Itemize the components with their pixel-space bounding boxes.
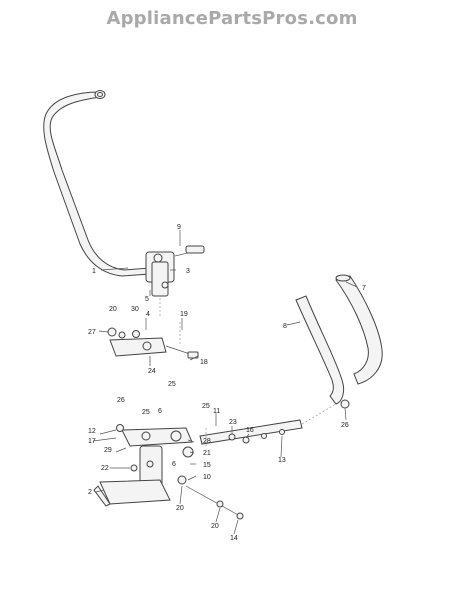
callout-25-upper: 25 <box>168 381 176 388</box>
callout-21: 21 <box>203 450 211 457</box>
callout-25-mid: 25 <box>142 409 150 416</box>
callout-11: 11 <box>213 408 220 415</box>
callout-9: 9 <box>177 224 181 231</box>
callout-2: 2 <box>88 489 92 496</box>
callout-22: 22 <box>101 465 109 472</box>
callout-25-right: 25 <box>202 403 210 410</box>
callout-10: 10 <box>203 474 211 481</box>
callout-14: 14 <box>230 535 238 542</box>
lower-bracket-frame <box>93 424 244 520</box>
callout-27: 27 <box>88 329 96 336</box>
callout-23: 23 <box>229 419 237 426</box>
middle-pivot-bracket <box>107 322 199 368</box>
callout-15: 15 <box>203 462 211 469</box>
callout-4: 4 <box>146 311 150 318</box>
handle-7 <box>335 274 383 385</box>
leader-lines <box>92 230 358 535</box>
callout-5: 5 <box>145 296 149 303</box>
callout-labels: 1 9 3 5 7 8 20 30 4 19 27 18 24 25 26 26… <box>88 224 366 542</box>
callout-24: 24 <box>148 368 156 375</box>
callout-8: 8 <box>283 323 287 330</box>
callout-16: 16 <box>246 427 254 434</box>
callout-12: 12 <box>88 428 96 435</box>
watermark: AppliancePartsPros.com <box>106 8 358 29</box>
callout-17: 17 <box>88 438 96 445</box>
callout-7: 7 <box>362 285 366 292</box>
callout-26-left: 26 <box>117 397 125 404</box>
callout-28: 28 <box>203 438 211 445</box>
callout-18: 18 <box>200 359 208 366</box>
callout-6-upper: 6 <box>158 408 162 415</box>
callout-29: 29 <box>104 447 112 454</box>
left-handle-bar <box>43 90 151 277</box>
callout-1: 1 <box>92 268 96 275</box>
callout-3: 3 <box>186 268 190 275</box>
callout-19: 19 <box>180 311 188 318</box>
callout-13: 13 <box>278 457 286 464</box>
callout-6-lower: 6 <box>172 461 176 468</box>
callout-20-top: 20 <box>109 306 117 313</box>
bolt-26-right <box>340 399 350 409</box>
callout-26-right: 26 <box>341 422 349 429</box>
callout-30: 30 <box>131 306 139 313</box>
callout-20-mid: 20 <box>176 505 184 512</box>
callout-20-low: 20 <box>211 523 219 530</box>
handle-8 <box>295 295 345 405</box>
upper-bracket <box>145 245 205 318</box>
cross-shaft-right <box>199 403 337 445</box>
